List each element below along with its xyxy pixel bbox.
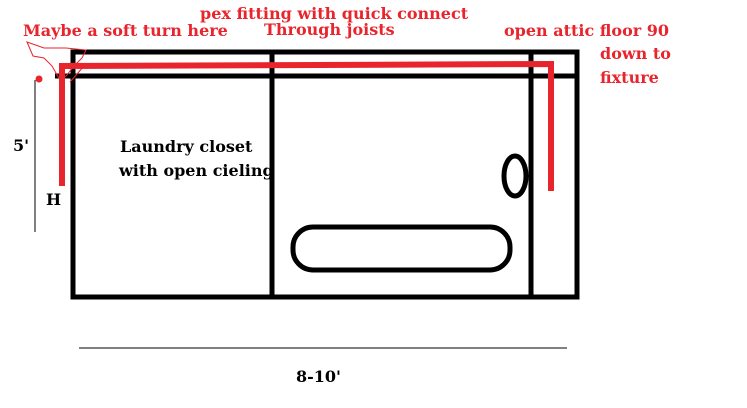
hot-marker-label: H xyxy=(46,190,61,209)
through-joists-label: Through joists xyxy=(264,20,395,39)
pex-fitting-label: pex fitting with quick connect xyxy=(200,4,469,23)
height-dimension-label: 5' xyxy=(13,136,29,155)
attic-label-line3: fixture xyxy=(600,68,659,87)
width-dimension-label: 8-10' xyxy=(296,367,341,386)
bathtub xyxy=(290,224,513,273)
pipe-start-dot xyxy=(35,75,43,83)
pex-pipe-route xyxy=(59,60,554,191)
soft-turn-sketch xyxy=(26,41,87,81)
closet-label-line2: with open cieling xyxy=(118,161,274,180)
soft-turn-pointer xyxy=(69,65,85,83)
soft-turn-label: Maybe a soft turn here xyxy=(23,21,228,40)
attic-label-line2: down to xyxy=(600,44,671,63)
attic-label-line1: open attic floor 90 xyxy=(504,21,669,40)
floor-plan-outline xyxy=(70,49,580,300)
closet-label-line1: Laundry closet xyxy=(120,137,253,156)
fixture-oval xyxy=(501,153,529,199)
